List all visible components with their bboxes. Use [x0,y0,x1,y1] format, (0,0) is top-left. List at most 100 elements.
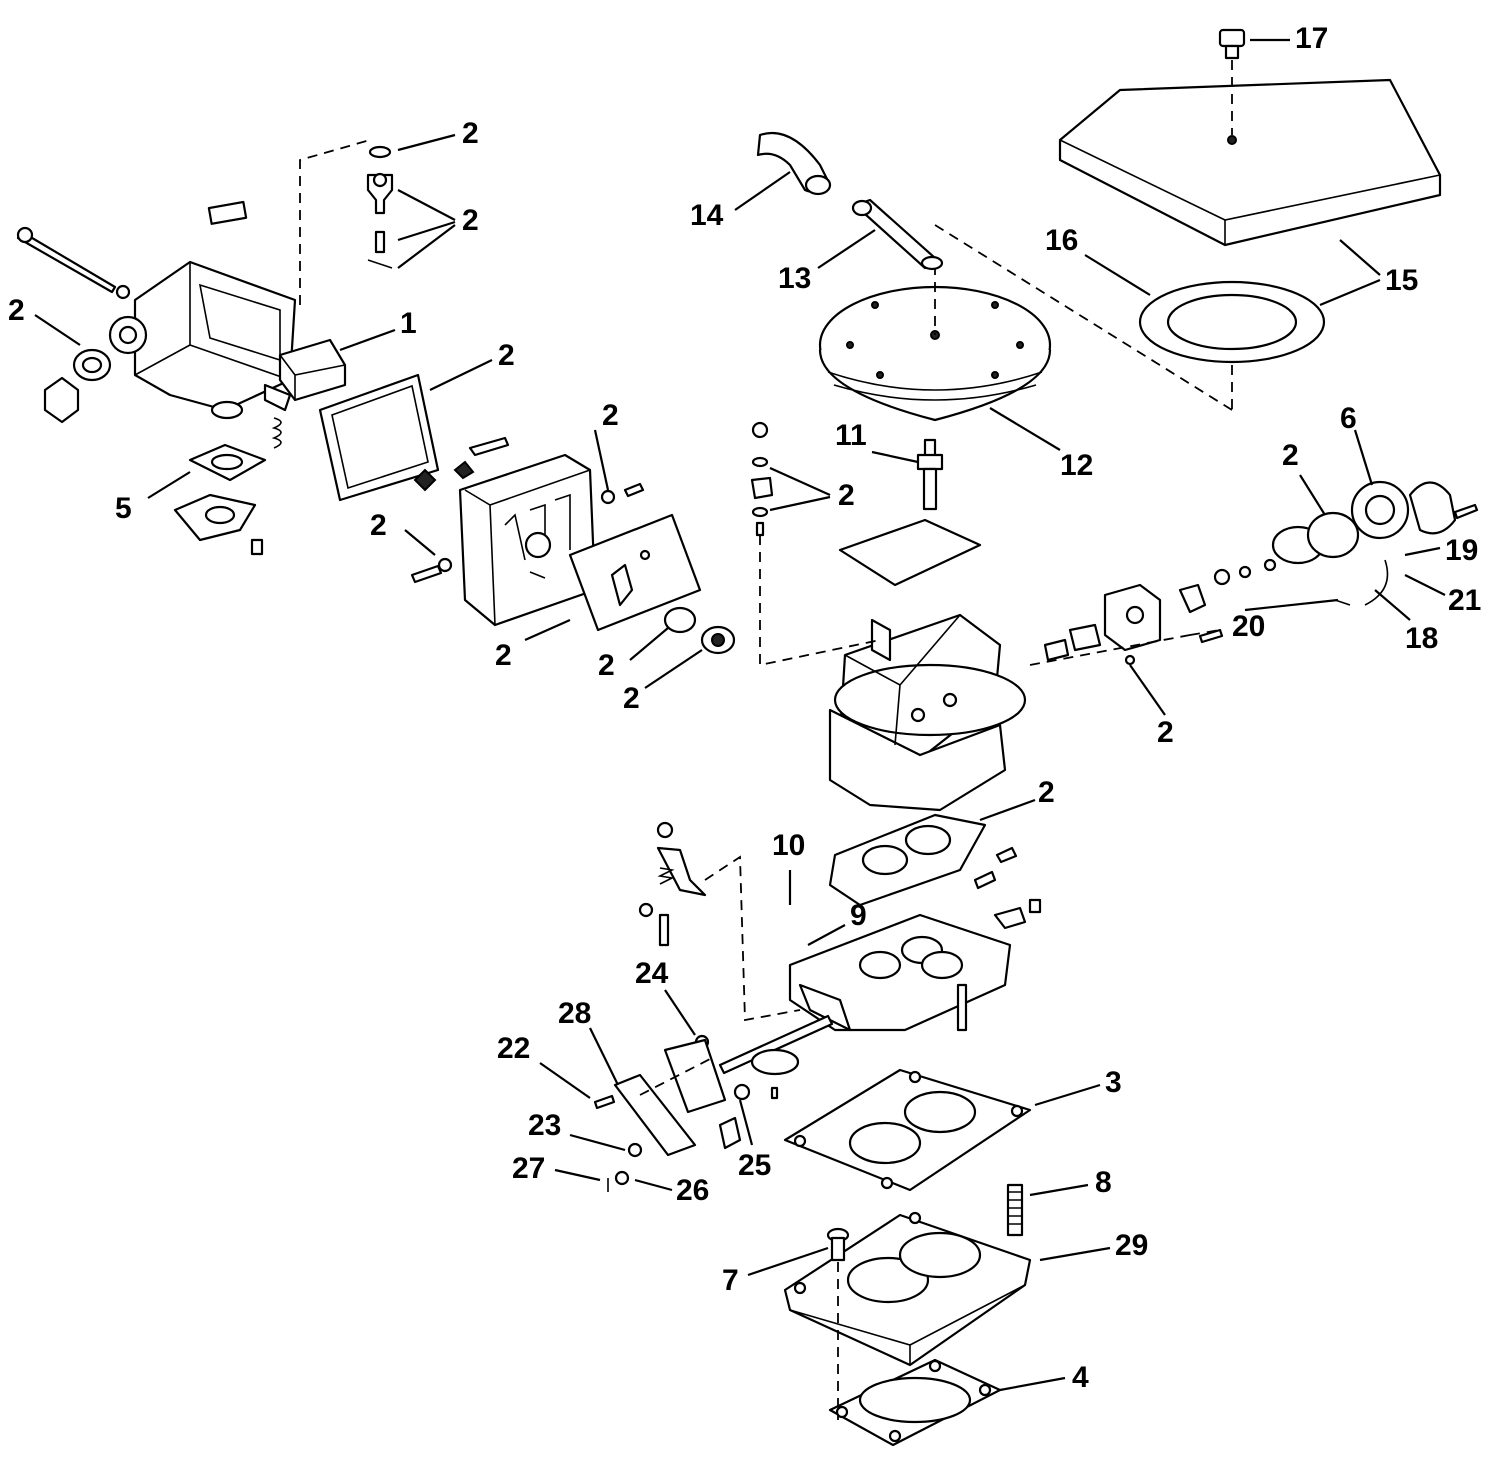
block-screw-right [623,482,645,498]
lever-washer [614,1170,630,1186]
choke-washer-a [751,456,769,468]
throttle-body [788,913,1012,1032]
callout-17: 17 [1295,22,1328,55]
throttle-alignment-line [704,855,801,1022]
callout-25: 25 [738,1149,771,1182]
choke-nut-a [1238,565,1252,579]
throttle-stop [993,906,1027,930]
callout-18: 18 [1405,622,1438,655]
block-plug [600,489,616,505]
choke-screw [751,421,769,439]
metering-plate-gasket [568,513,702,632]
pump-lever-bolt [733,1083,751,1101]
choke-piston [1068,623,1102,652]
choke-link [1043,638,1070,662]
air-cleaner-element [818,285,1052,422]
choke-stud [916,438,944,511]
inlet-gasket-small [115,284,131,300]
callout-27: 27 [512,1152,545,1185]
idle-screw-b [995,846,1018,864]
throttle-spring [657,867,675,885]
callout-15: 15 [1385,264,1418,297]
lever-screw [593,1094,616,1110]
base-gasket [828,1358,1002,1447]
throttle-body-bolt [956,983,968,1032]
callout-4: 4 [1072,1361,1089,1394]
lever-stud [627,1142,643,1158]
callout-9: 9 [850,899,867,932]
spacer-screw [826,1227,850,1262]
callout-2-block-screw: 2 [370,509,387,542]
choke-bushing [1213,568,1231,586]
callout-2-block-plug: 2 [602,399,619,432]
throttle-lever-plate [663,1038,727,1114]
power-valve [700,625,736,655]
power-valve-gasket [663,606,697,634]
metering-jet-b [453,460,475,480]
choke-rod-link [750,476,774,500]
callout-2-choke-gasket: 2 [1282,439,1299,472]
callout-28: 28 [558,997,591,1030]
flange-gasket [783,1068,1032,1192]
callout-21: 21 [1448,584,1481,617]
metering-block [458,453,597,627]
needle-seat-gasket [368,145,392,159]
block-screw-washer [437,557,453,573]
spacer-stud [1006,1183,1024,1237]
callout-26: 26 [676,1174,709,1207]
choke-thermostat-cap [1350,480,1410,540]
callout-2-bowl-gasket: 2 [498,339,515,372]
choke-housing [1103,583,1162,652]
throttle-plate-screw [770,1086,779,1100]
choke-nut-b [1263,558,1277,572]
body-alignment-line [759,535,881,667]
callout-7: 7 [722,1264,739,1297]
choke-alignment-line [1029,629,1221,666]
cleaner-alignment-line [934,224,1233,411]
choke-shaft-nut [1124,654,1136,666]
vent-hose [756,131,832,196]
pump-spring [210,400,282,449]
callout-2-needle-gasket: 2 [462,117,479,150]
callout-20: 20 [1232,610,1265,643]
throttle-plate [750,1048,800,1076]
callout-16: 16 [1045,224,1078,257]
callout-5: 5 [115,492,132,525]
pump-cam [718,1116,742,1150]
vent-tube [851,198,944,271]
fuel-inlet-fitting [43,348,112,424]
callout-14: 14 [690,199,724,232]
needle-valve [374,230,386,254]
throttle-lever-bracket [656,846,707,897]
choke-plate [838,518,982,587]
callout-labels: 17 2 2 14 13 16 15 2 1 2 2 11 12 2 6 2 5… [8,22,1481,1394]
callout-2-body-gasket: 2 [1038,776,1055,809]
callout-8: 8 [1095,1166,1112,1199]
callout-23: 23 [528,1109,561,1142]
leader-lines [34,38,1446,1392]
choke-cover-gasket [1408,481,1457,535]
callout-22: 22 [497,1032,530,1065]
callout-2-inlet: 2 [8,294,25,327]
choke-washer-b [751,506,769,518]
block-pin [529,571,546,579]
air-cleaner-stud-bolt [1218,28,1246,60]
fuel-bowl [108,200,297,412]
callout-2-plate-gasket: 2 [495,639,512,672]
block-screw-left [410,564,443,584]
throttle-lever-nut [656,821,674,839]
air-cleaner-gasket [1138,280,1326,364]
callout-6: 6 [1340,402,1357,435]
throttle-screw [658,913,670,947]
throttle-shaft [718,1014,834,1075]
choke-pin [755,521,765,537]
carburetor-main-body [828,613,1027,812]
callout-2-choke-washers: 2 [838,479,855,512]
accelerator-pump-lever [613,1073,697,1157]
accelerator-pump-diaphragm [173,443,267,556]
long-bowl-screw [16,226,117,294]
throttle-stop-screw [1028,898,1042,914]
callout-2-power-valve: 2 [623,682,640,715]
throttle-washer [638,902,654,918]
